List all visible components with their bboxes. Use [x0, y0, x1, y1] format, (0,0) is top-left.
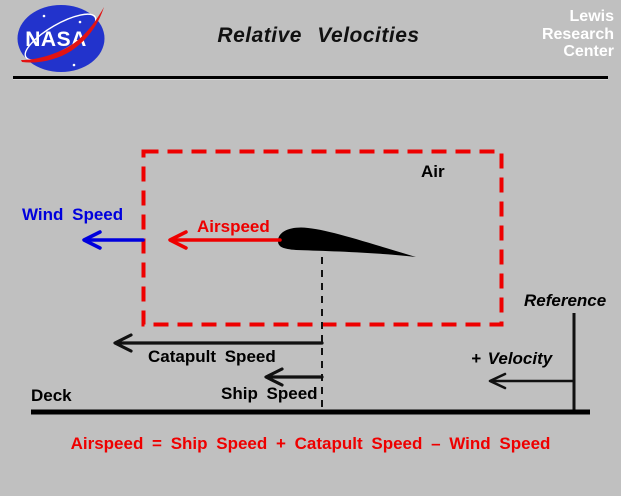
nasa-logo-disc: [17, 5, 105, 72]
org-line-2: Research: [541, 25, 614, 43]
airspeed-label: Airspeed: [197, 217, 270, 236]
ship-speed-arrow: [264, 367, 324, 387]
wind-speed-arrow: [82, 230, 145, 250]
velocity-label: + Velocity: [471, 349, 553, 368]
nasa-logo-star: [72, 63, 76, 67]
wind-speed-label: Wind Speed: [22, 205, 124, 224]
nasa-logo-star: [78, 20, 82, 24]
air-label: Air: [421, 162, 445, 181]
org-name: Lewis Research Center: [542, 8, 614, 61]
org-line-1: Lewis: [569, 8, 614, 25]
deck-label: Deck: [31, 386, 72, 405]
reference-label: Reference: [524, 291, 607, 310]
airfoil: [278, 227, 416, 257]
velocity-arrow: [488, 372, 576, 390]
airspeed-equation: Airspeed = Ship Speed + Catapult Speed –…: [70, 434, 551, 453]
nasa-logo-swoosh: [21, 7, 104, 63]
org-line-3: Center: [563, 43, 614, 60]
ship-speed-label: Ship Speed: [221, 384, 318, 403]
page-title: Relative Velocities: [217, 24, 420, 47]
catapult-speed-arrow: [113, 333, 324, 353]
nasa-logo-star: [42, 14, 46, 18]
airspeed-arrow: [168, 230, 282, 250]
header-rule: [13, 76, 608, 80]
nasa-logo: NASA: [17, 5, 105, 72]
catapult-speed-label: Catapult Speed: [148, 347, 276, 366]
